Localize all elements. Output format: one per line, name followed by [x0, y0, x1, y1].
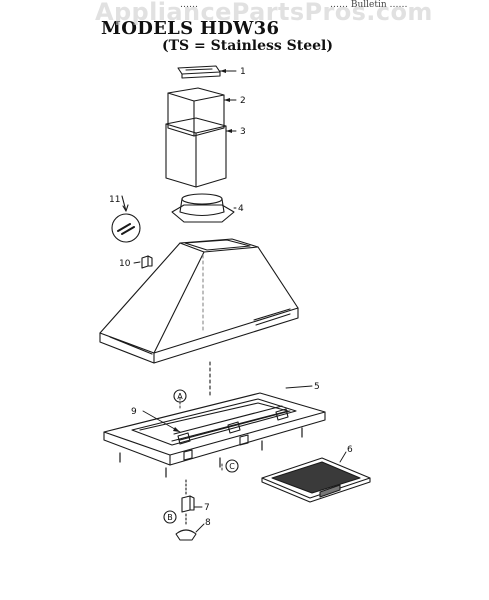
header-fragment-right: …… Bulletin …… [330, 0, 408, 10]
header-fragment-left: …… [180, 0, 198, 10]
callout-5: 5 [314, 382, 320, 392]
marker-a-label: A [177, 392, 183, 401]
diagram-title-models: MODELS HDW36 [101, 18, 280, 39]
part-1-duct-bracket [177, 65, 221, 79]
callout-8: 8 [205, 518, 211, 528]
callout-arrowheads [173, 69, 232, 432]
marker-c-label: C [229, 462, 235, 471]
part-10-clip [141, 255, 153, 269]
callout-1: 1 [240, 67, 246, 77]
part-6-grease-filter [261, 457, 371, 503]
marker-a-circle [173, 389, 187, 403]
marker-b-label: B [167, 513, 173, 522]
hood-canopy [99, 238, 299, 364]
mounting-screws [119, 427, 303, 478]
marker-c-circle [225, 459, 239, 473]
part-5-filter-frame [103, 392, 326, 466]
diagram-subtitle-finish: (TS = Stainless Steel) [162, 38, 333, 54]
callout-9: 9 [131, 407, 137, 417]
callout-3: 3 [240, 127, 246, 137]
callout-7: 7 [204, 503, 210, 513]
callout-6: 6 [347, 445, 353, 455]
callout-11: 11 [109, 195, 120, 205]
part-7-lamp-socket [181, 479, 195, 513]
callout-10: 10 [119, 259, 131, 269]
part-4-blower-collar [171, 193, 235, 223]
marker-b-circle [163, 510, 177, 524]
part-11-fastener-detail [111, 195, 141, 243]
part-3-lower-chimney [165, 117, 227, 188]
callout-2: 2 [240, 96, 246, 106]
watermark-text: AppliancePartsPros.com [95, 0, 433, 26]
part-8-lamp-lens [175, 513, 197, 541]
callout-4: 4 [238, 204, 244, 214]
